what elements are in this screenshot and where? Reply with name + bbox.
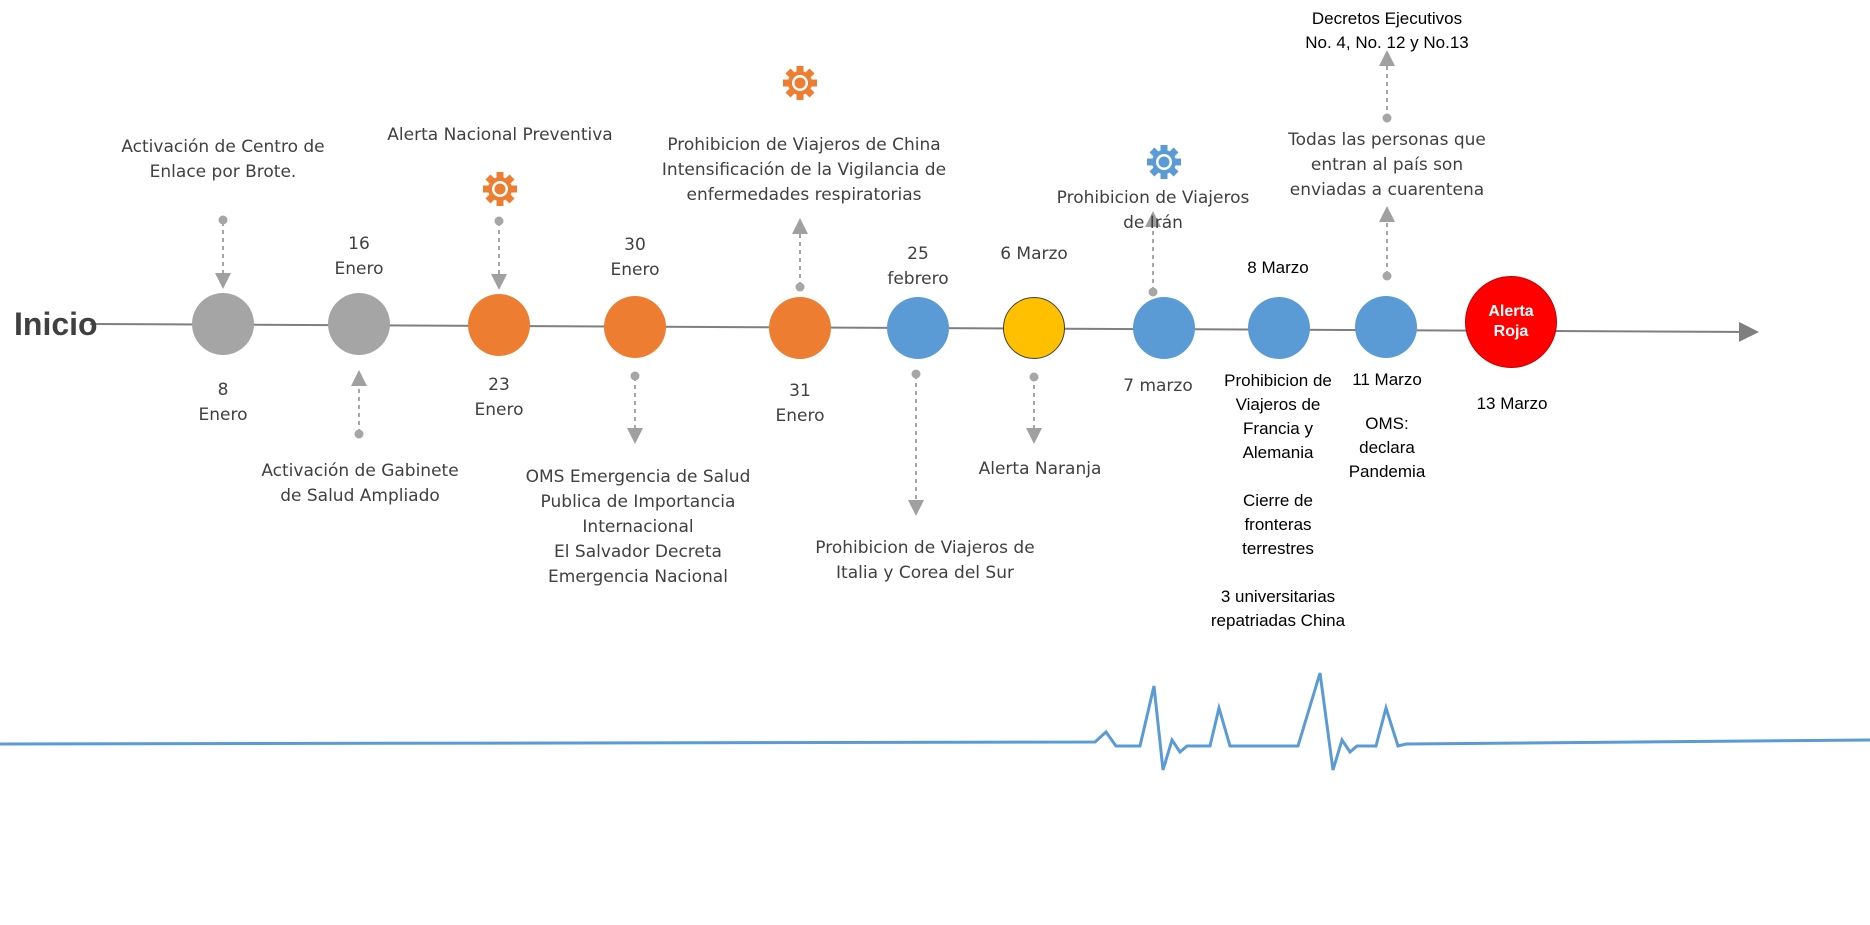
date-label-31-enero: 31 Enero xyxy=(775,381,825,426)
note-cuarentena: Todas las personas que entran al país so… xyxy=(1288,130,1486,200)
milestone-circle-23-enero[interactable] xyxy=(468,294,530,356)
gear-icon xyxy=(783,66,817,100)
date-label-16-enero: 16 Enero xyxy=(334,234,384,279)
milestone-circle-31-enero[interactable] xyxy=(769,297,831,359)
gear-icon xyxy=(483,172,517,206)
event-label-30-enero: OMS Emergencia de Salud Publica de Impor… xyxy=(525,467,751,587)
date-label-6-marzo: 6 Marzo xyxy=(1000,244,1068,264)
milestone-circle-7-marzo[interactable] xyxy=(1133,297,1195,359)
date-label-11-marzo: 11 Marzo xyxy=(1352,370,1422,389)
date-label-8-marzo: 8 Marzo xyxy=(1247,258,1309,277)
heartbeat-line xyxy=(0,672,1870,771)
milestone-circle-8-marzo[interactable] xyxy=(1248,297,1310,359)
event-label-8-marzo: Prohibicion de Viajeros de Francia y Ale… xyxy=(1210,371,1346,630)
milestone-circle-25-febrero[interactable] xyxy=(887,297,949,359)
start-label: Inicio xyxy=(14,306,98,342)
event-label-25-febrero: Prohibicion de Viajeros de Italia y Core… xyxy=(815,538,1035,583)
event-label-23-enero: Alerta Nacional Preventiva xyxy=(387,125,613,145)
event-label-31-enero: Prohibicion de Viajeros de China Intensi… xyxy=(661,135,947,205)
milestone-circle-6-marzo[interactable] xyxy=(1003,297,1065,359)
milestone-circle-16-enero[interactable] xyxy=(328,293,390,355)
date-label-8-enero: 8 Enero xyxy=(198,380,248,425)
milestone-circle-8-enero[interactable] xyxy=(192,293,254,355)
milestone-circle-30-enero[interactable] xyxy=(604,296,666,358)
date-label-23-enero: 23 Enero xyxy=(474,375,524,420)
date-label-7-marzo: 7 marzo xyxy=(1123,376,1193,396)
event-label-7-marzo: Prohibicion de Viajeros de Irán xyxy=(1056,188,1250,233)
date-label-25-febrero: 25 febrero xyxy=(887,244,949,289)
date-label-13-marzo: 13 Marzo xyxy=(1476,394,1548,413)
date-label-30-enero: 30 Enero xyxy=(610,235,660,280)
end-label: Alerta Roja xyxy=(1488,303,1534,340)
milestone-circle-11-marzo[interactable] xyxy=(1355,296,1417,358)
note-decretos: Decretos Ejecutivos No. 4, No. 12 y No.1… xyxy=(1305,9,1469,52)
event-label-6-marzo: Alerta Naranja xyxy=(978,459,1102,479)
gear-icon xyxy=(1147,145,1181,179)
milestone-circle-13-marzo[interactable] xyxy=(1465,276,1557,368)
event-label-16-enero: Activación de Gabinete de Salud Ampliado xyxy=(261,461,459,506)
event-label-11-marzo: OMS: declara Pandemia xyxy=(1348,414,1426,481)
event-label-8-enero: Activación de Centro de Enlace por Brote… xyxy=(121,137,325,182)
